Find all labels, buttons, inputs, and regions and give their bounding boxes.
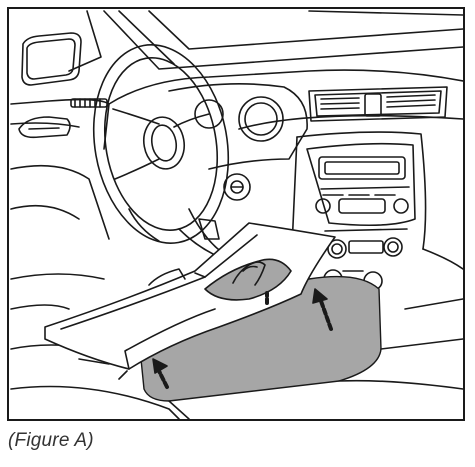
ignition-switch xyxy=(223,173,251,201)
windshield-frame xyxy=(68,10,463,72)
door-panel xyxy=(10,98,180,419)
steering-wheel-icon xyxy=(92,44,230,285)
center-stack xyxy=(296,131,463,310)
insert-arrow-icon xyxy=(152,288,333,389)
side-mirror xyxy=(21,32,82,86)
console-floor-area xyxy=(138,275,382,402)
instrument-cluster xyxy=(168,83,308,170)
figure-caption: (Figure A) xyxy=(8,430,94,451)
figure-frame xyxy=(7,7,465,421)
console-trim-panel xyxy=(44,222,336,380)
center-air-vent xyxy=(308,86,448,122)
floor-lines xyxy=(168,338,463,419)
dashboard-outline xyxy=(103,69,463,150)
dashboard-console-illustration xyxy=(10,10,463,419)
